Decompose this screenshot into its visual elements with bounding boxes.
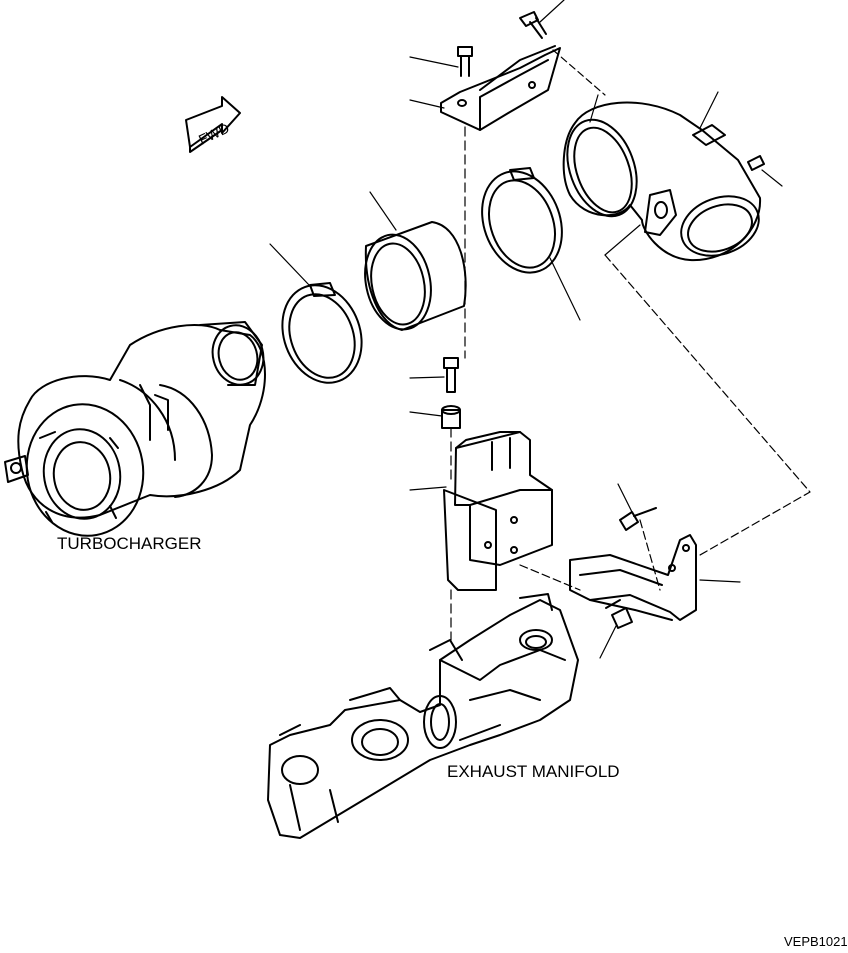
fwd-arrow-icon: FWD: [185, 96, 241, 153]
bolt-center: [443, 357, 459, 393]
turbo-support-bracket: [443, 431, 553, 591]
spacer-collar: [441, 405, 461, 429]
fwd-arrow-text: FWD: [196, 120, 232, 148]
manifold-support-bracket: [569, 534, 697, 621]
bracket-bolt-upper: [619, 507, 657, 531]
elbow-bolt: [747, 155, 783, 187]
bracket-bolt-lower: [605, 599, 633, 629]
bolt-top-left: [457, 46, 473, 77]
drawing-code-label: VEPB1021: [784, 934, 848, 948]
flex-sleeve: [364, 221, 467, 331]
turbocharger-assembly: [4, 321, 266, 537]
v-band-clamp-right: [481, 167, 563, 274]
elbow-support-bracket: [440, 45, 561, 131]
turbocharger-label: TURBOCHARGER: [57, 534, 202, 553]
bolt-top-upper: [519, 11, 547, 39]
exhaust-manifold-label: EXHAUST MANIFOLD: [447, 762, 620, 781]
exhaust-manifold: [267, 593, 579, 839]
v-band-clamp-left: [281, 282, 363, 384]
exhaust-elbow: [562, 101, 762, 262]
